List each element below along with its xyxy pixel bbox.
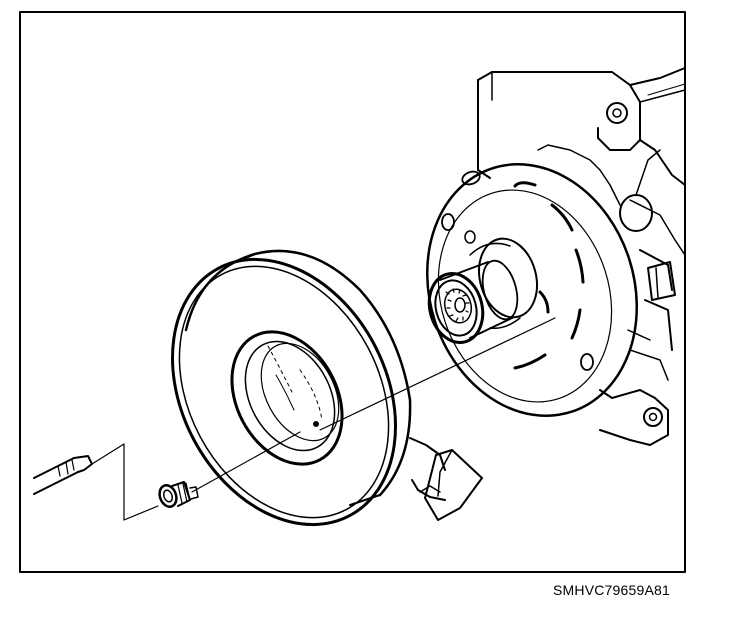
figure-frame bbox=[19, 11, 686, 573]
harness-connector bbox=[409, 437, 483, 521]
clutch-hub-shaft bbox=[427, 259, 519, 344]
screwdriver-icon bbox=[33, 455, 93, 495]
field-coil bbox=[171, 249, 412, 527]
compressor-body bbox=[477, 67, 686, 446]
alignment-line-shaft bbox=[319, 317, 556, 431]
compressor-front-plate bbox=[425, 163, 639, 417]
retaining-screw bbox=[158, 481, 199, 508]
alignment-line-screw bbox=[191, 431, 301, 493]
figure-code: SMHVC79659A81 bbox=[553, 582, 670, 598]
tool-leader-line bbox=[91, 443, 159, 521]
